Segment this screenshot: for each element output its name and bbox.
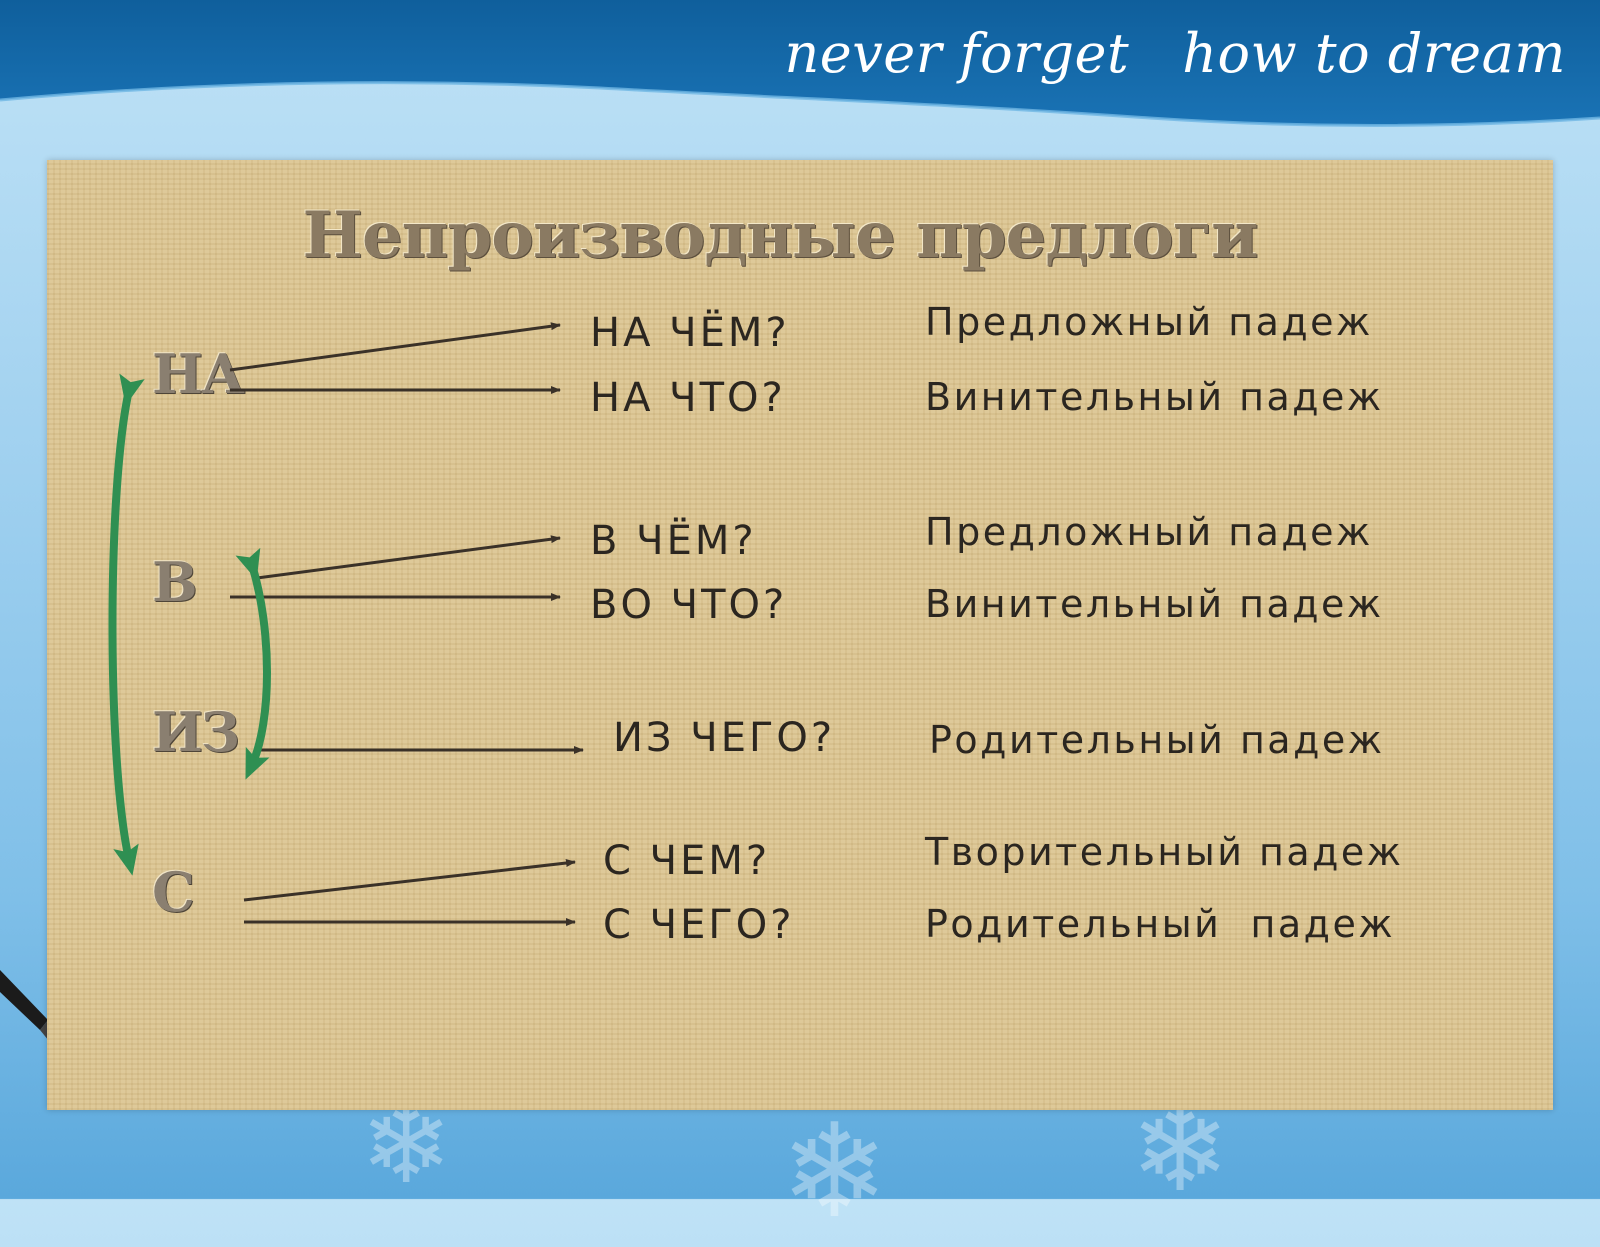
arrow-na-to-na-chem xyxy=(229,322,561,372)
header-wave-band xyxy=(0,0,1600,127)
question-s-chego: С ЧЕГО? xyxy=(603,902,795,948)
parchment-panel: Непроизводные предлоги НА В ИЗ С НА ЧЁМ?… xyxy=(47,160,1553,1110)
slide: never forget how to dream ❄ ❄ ❄ Непроизв… xyxy=(0,0,1600,1110)
arrows-diagram xyxy=(108,322,584,926)
question-iz-chego: ИЗ ЧЕГО? xyxy=(613,715,836,761)
preposition-s: С xyxy=(152,860,195,924)
preposition-iz: ИЗ xyxy=(152,700,240,764)
bracket-arrow-icon xyxy=(108,373,145,876)
question-vo-chto: ВО ЧТО? xyxy=(590,582,788,628)
question-na-chem: НА ЧЁМ? xyxy=(590,310,790,356)
slide-title: Непроизводные предлоги xyxy=(302,198,1258,273)
case-s-chem: Творительный падеж xyxy=(925,830,1404,874)
header-tagline: never forget how to dream xyxy=(784,22,1566,85)
case-s-chego: Родительный падеж xyxy=(925,902,1396,946)
snowflake-icon: ❄ xyxy=(780,1095,889,1247)
case-na-chem: Предложный падеж xyxy=(925,300,1373,344)
case-vo-chto: Винительный падеж xyxy=(925,582,1384,626)
arrow-v-to-v-chem xyxy=(256,535,561,580)
bracket-arrow-icon xyxy=(235,547,271,780)
case-na-chto: Винительный падеж xyxy=(925,375,1384,419)
preposition-v: В xyxy=(152,550,198,614)
case-v-chem: Предложный падеж xyxy=(925,510,1373,554)
question-v-chem: В ЧЁМ? xyxy=(590,518,757,564)
preposition-na: НА xyxy=(152,342,245,406)
case-iz-chego: Родительный падеж xyxy=(929,718,1385,762)
arrow-s-to-s-chem xyxy=(243,859,576,902)
question-na-chto: НА ЧТО? xyxy=(590,375,786,421)
question-s-chem: С ЧЕМ? xyxy=(603,838,771,884)
